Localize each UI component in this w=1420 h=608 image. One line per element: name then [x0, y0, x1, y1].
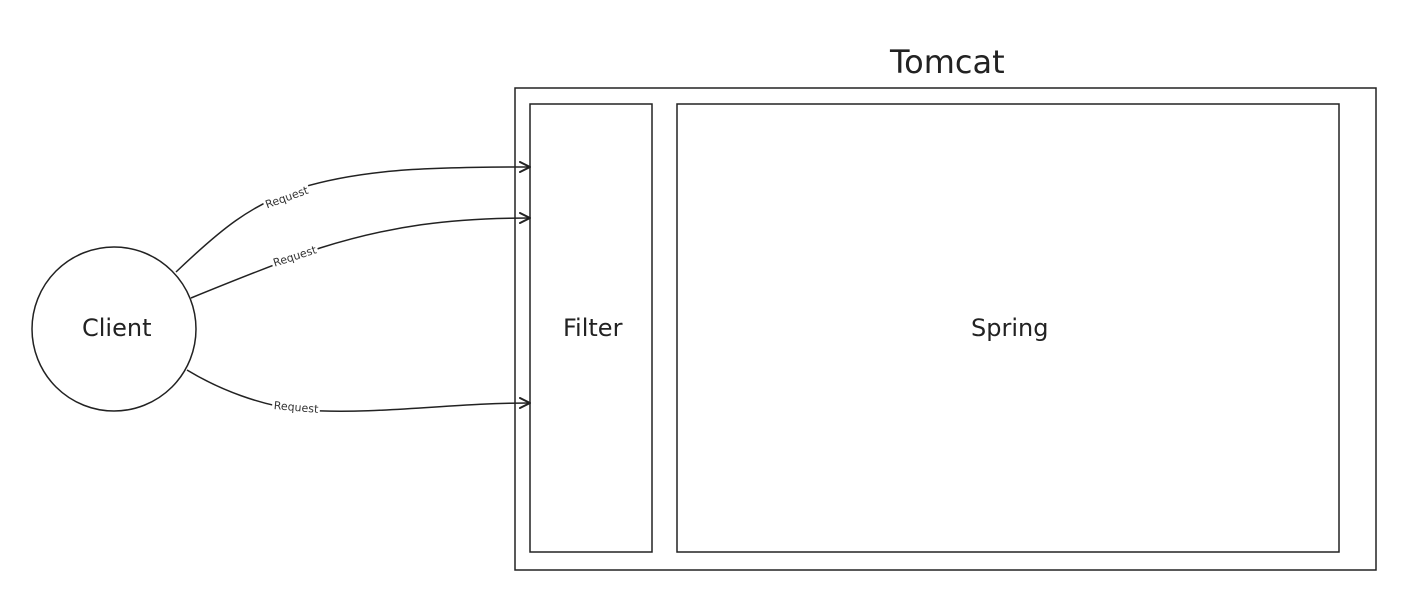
filter-box [529, 103, 653, 553]
client-label: Client [82, 314, 152, 342]
request-edge-3 [186, 369, 531, 412]
client-node [31, 246, 197, 412]
spring-label: Spring [971, 314, 1049, 342]
request-edge-2 [190, 212, 531, 299]
filter-label: Filter [563, 314, 623, 342]
request-edge-1-label: Request [264, 184, 311, 212]
spring-box [676, 103, 1340, 553]
request-edge-3-label: Request [273, 399, 319, 416]
tomcat-title: Tomcat [890, 43, 1005, 81]
tomcat-container [514, 87, 1377, 571]
request-edge-2-label: Request [272, 243, 319, 269]
